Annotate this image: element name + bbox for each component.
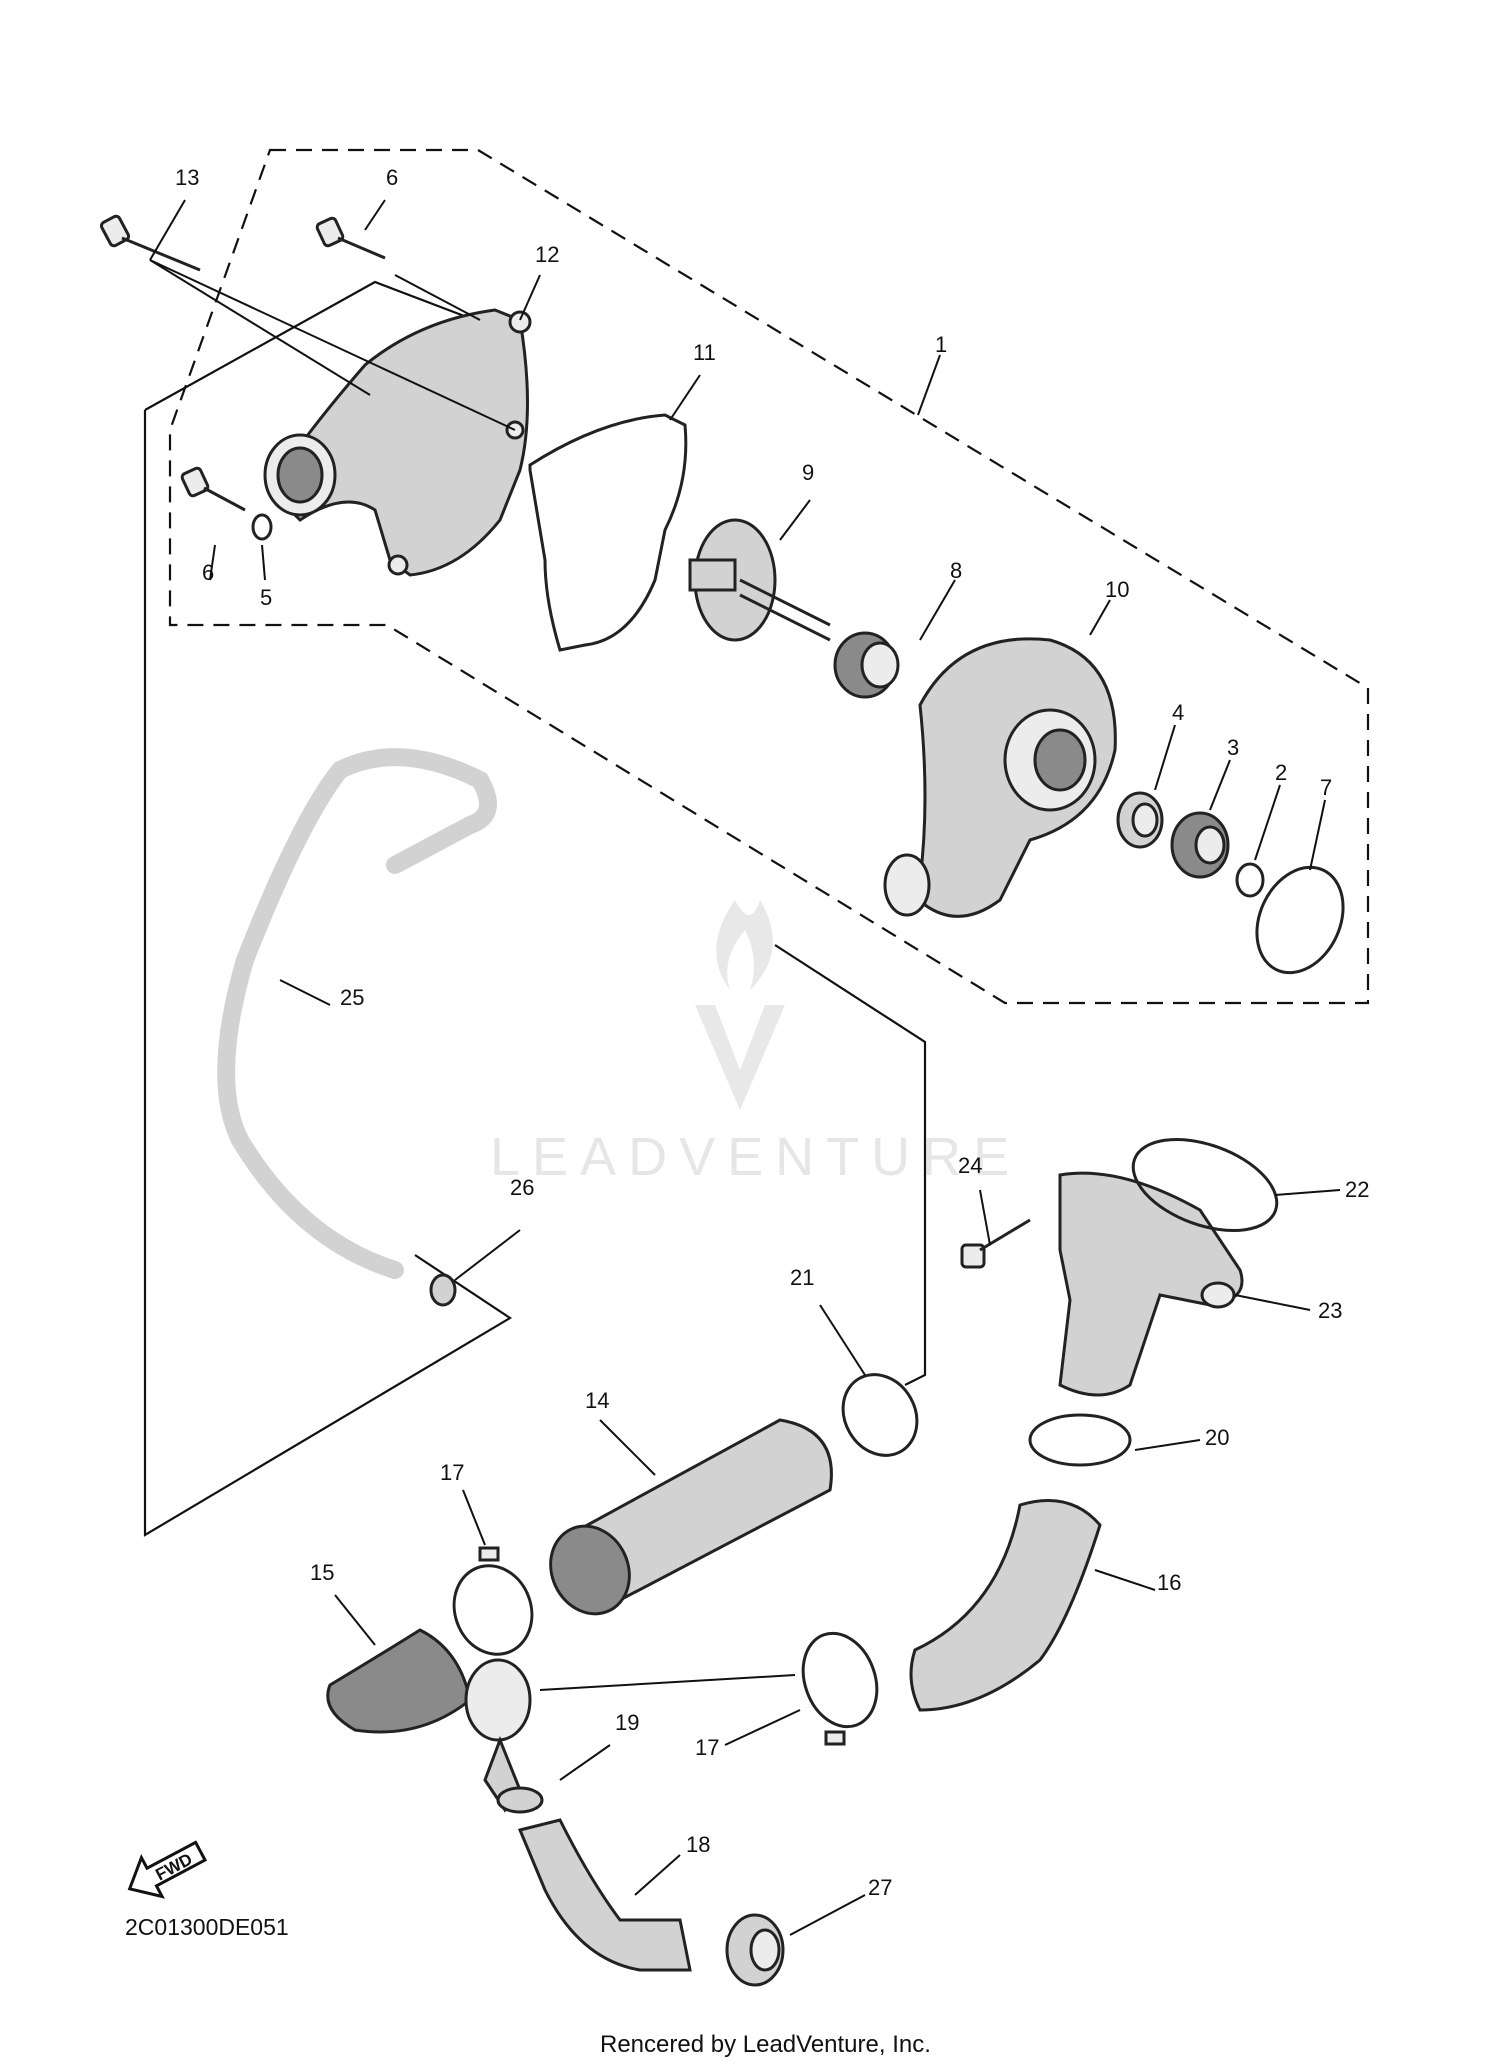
assembly-dashed-outline	[168, 148, 1370, 1005]
hose-16	[909, 1499, 1102, 1712]
clamp-20	[1028, 1413, 1132, 1467]
callout-13: 13	[175, 165, 199, 190]
o-ring-22	[1131, 1137, 1279, 1233]
callout-10: 10	[1105, 577, 1129, 602]
circlip-2	[1235, 862, 1265, 898]
bolt-6-bottom	[180, 466, 246, 512]
o-ring-7	[1255, 865, 1345, 975]
callout-8: 8	[950, 558, 962, 583]
callout-17a: 17	[440, 1460, 464, 1485]
callout-6a: 6	[386, 165, 398, 190]
watermark: LEADVENTURE	[490, 900, 1021, 1187]
callout-26: 26	[510, 1175, 534, 1200]
callout-23: 23	[1318, 1298, 1342, 1323]
clamp-19	[496, 1786, 544, 1814]
callout-6b: 6	[202, 560, 214, 585]
hose-group-frame	[143, 280, 927, 1537]
callout-25: 25	[340, 985, 364, 1010]
callout-17b: 17	[695, 1735, 719, 1760]
callout-14: 14	[585, 1388, 609, 1413]
callout-27: 27	[868, 1875, 892, 1900]
pipe-14	[549, 1418, 833, 1616]
callout-5: 5	[260, 585, 272, 610]
callout-3: 3	[1227, 735, 1239, 760]
hose-18	[517, 1818, 692, 1972]
callout-20: 20	[1205, 1425, 1229, 1450]
callout-labels: 1 2 3 4 5 6 6 7 8 9 10 11 12 13 14 15 16…	[175, 165, 1369, 1900]
callout-12: 12	[535, 242, 559, 267]
gasket-11	[528, 413, 688, 652]
diagram-part-code: 2C01300DE051	[125, 1914, 289, 1940]
fwd-arrow: FWD	[127, 1840, 208, 1899]
oil-seal-4	[1116, 791, 1164, 849]
callout-4: 4	[1172, 700, 1184, 725]
bearing-3	[1170, 811, 1230, 879]
bolt-24	[960, 1218, 1031, 1269]
callout-24: 24	[958, 1153, 982, 1178]
clamp-17-upper	[452, 1546, 534, 1656]
callout-1: 1	[935, 332, 947, 357]
callout-16: 16	[1157, 1570, 1181, 1595]
clamp-27	[725, 1913, 785, 1987]
thermostat-cover-23	[1058, 1171, 1244, 1397]
callout-7: 7	[1320, 775, 1332, 800]
washer-5	[251, 513, 273, 541]
clamp-21	[841, 1373, 919, 1457]
seal-8	[833, 631, 900, 699]
bolt-6-top	[315, 216, 386, 260]
leader-lines	[149, 199, 1341, 1936]
callout-9: 9	[802, 460, 814, 485]
callout-21: 21	[790, 1265, 814, 1290]
callout-22: 22	[1345, 1177, 1369, 1202]
callout-2: 2	[1275, 760, 1287, 785]
clamp-17-lower	[801, 1631, 879, 1746]
impeller-9	[688, 518, 831, 642]
callout-11: 11	[693, 340, 716, 365]
pump-housing-10	[883, 637, 1117, 918]
clamp-26	[429, 1273, 457, 1307]
callout-15: 15	[310, 1560, 334, 1585]
callout-18: 18	[686, 1832, 710, 1857]
pipe-15	[326, 1628, 532, 1813]
callout-19: 19	[615, 1710, 639, 1735]
bolt-13	[99, 214, 201, 272]
footer-credit: Rencered by LeadVenture, Inc.	[600, 2031, 931, 2058]
water-pump-cover	[263, 308, 532, 577]
watermark-text: LEADVENTURE	[490, 1127, 1021, 1187]
